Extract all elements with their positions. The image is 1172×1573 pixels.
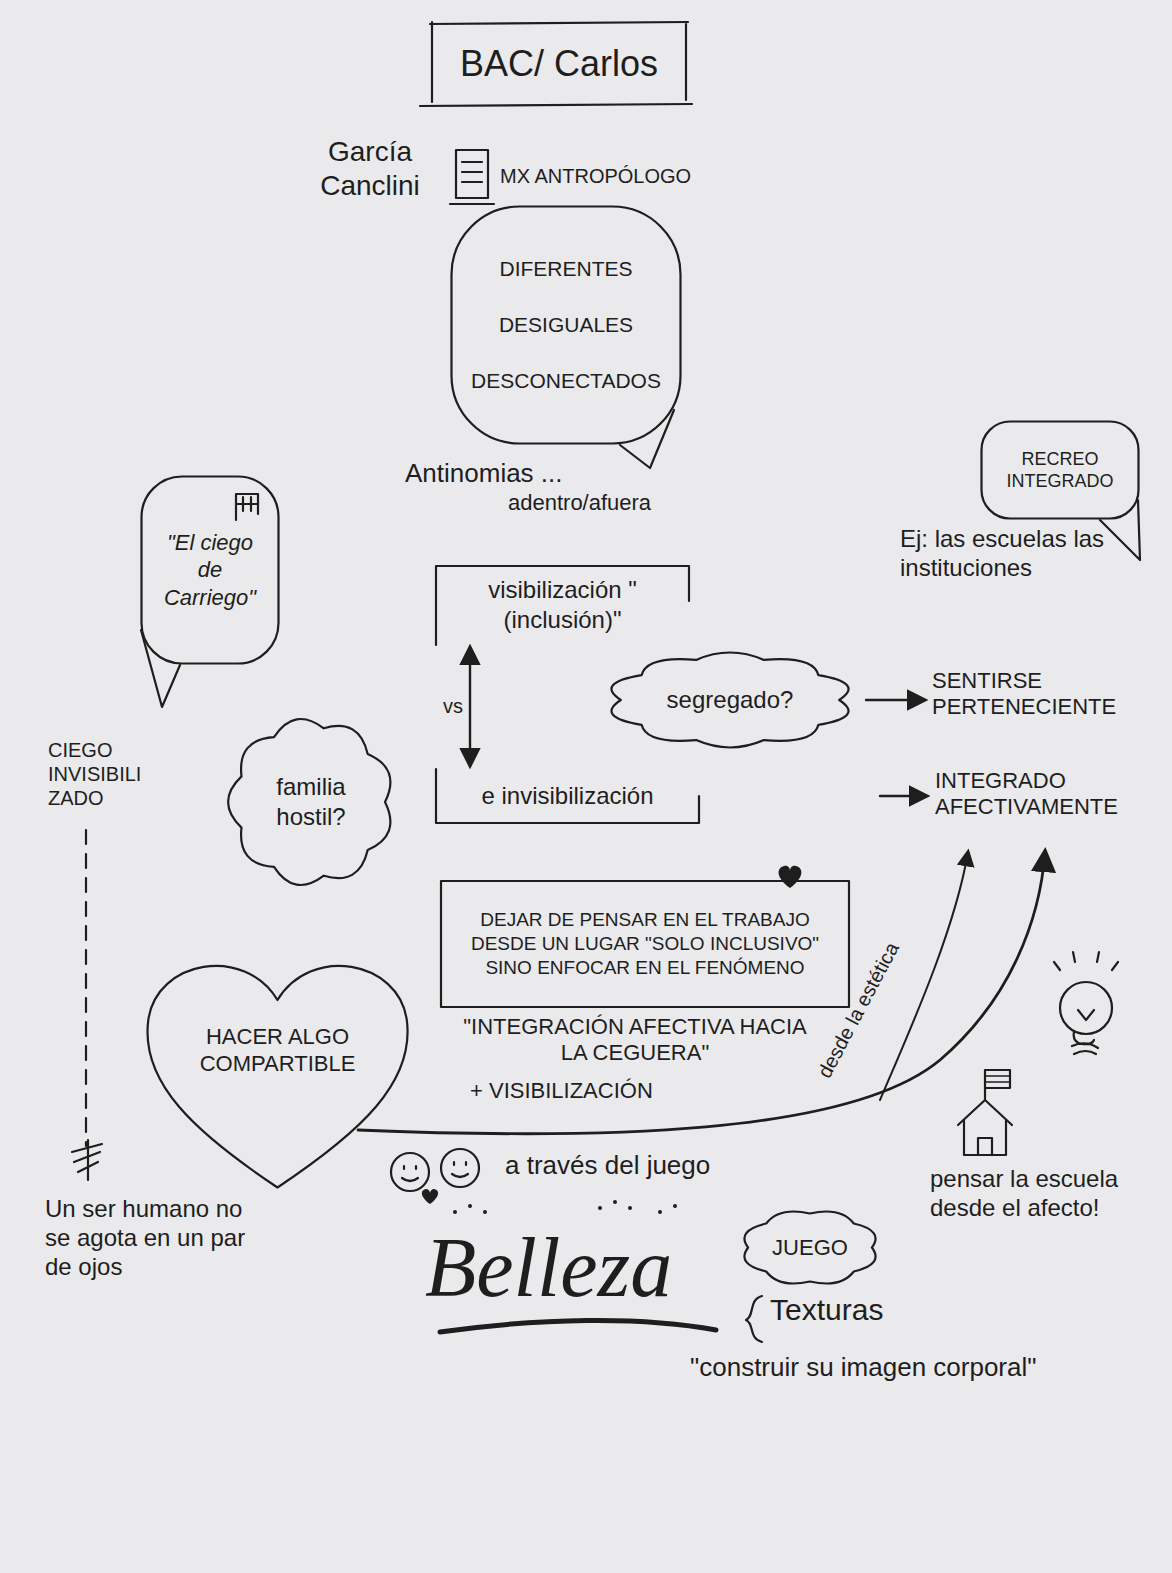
speech-bubble: RECREO INTEGRADO xyxy=(980,420,1140,520)
heart-icon xyxy=(779,866,802,888)
cloud-outline xyxy=(611,653,848,748)
node-text: DIFERENTES xyxy=(499,256,632,282)
bubble-tail xyxy=(1100,500,1140,560)
lightbulb-base xyxy=(1072,1010,1098,1054)
bracket-box: visibilización "(inclusión)" xyxy=(435,565,690,645)
bubble-tail xyxy=(620,410,674,468)
node-text: familia hostil? xyxy=(250,772,372,832)
node-text: RECREO INTEGRADO xyxy=(994,448,1126,493)
bubble-outline xyxy=(142,477,279,664)
hatch-mark xyxy=(72,1140,102,1180)
outcome-text: SENTIRSE PERTENECIENTE xyxy=(932,668,1147,721)
node-text: HACER ALGO COMPARTIBLE xyxy=(190,1023,365,1078)
smiley xyxy=(391,1153,429,1191)
edge-label: vs xyxy=(440,694,466,718)
node-text: segregado? xyxy=(667,685,794,715)
rect-outline xyxy=(441,881,849,1007)
flow-curve xyxy=(880,852,968,1100)
node-text: DEJAR DE PENSAR EN EL TRABAJO DESDE UN L… xyxy=(456,908,834,979)
quote-text: "construir su imagen corporal" xyxy=(690,1352,1160,1383)
dashed-line xyxy=(85,830,87,1146)
arrow xyxy=(866,699,924,701)
note-text: adentro/afuera xyxy=(508,490,708,516)
outcome-text: INTEGRADO AFECTIVAMENTE xyxy=(935,768,1150,821)
note-text: Texturas xyxy=(770,1292,950,1328)
lightbulb xyxy=(1060,982,1112,1034)
note-text: pensar la escuela desde el afecto! xyxy=(930,1165,1160,1223)
bracketTop-outline xyxy=(436,566,689,645)
note-text: Antinomias ... xyxy=(405,458,615,489)
speech-bubble: DIFERENTES DESIGUALES DESCONECTADOS xyxy=(450,205,682,445)
shape-outline xyxy=(980,420,1140,520)
cloud-outline xyxy=(744,1211,875,1283)
bubble-outline xyxy=(982,422,1139,519)
arrow xyxy=(880,795,926,797)
author-note: MX ANTROPÓLOGO xyxy=(500,164,730,188)
bracketBottom-outline xyxy=(436,769,699,823)
document-lines xyxy=(450,162,494,204)
thought-cloud: JUEGO xyxy=(735,1205,885,1290)
school-icon xyxy=(958,1070,1012,1155)
shape-outline xyxy=(222,712,400,892)
title-box xyxy=(420,22,692,106)
note-text: a través del juego xyxy=(505,1150,775,1181)
quote-text: "INTEGRACIÓN AFECTIVA HACIA LA CEGUERA" xyxy=(455,1014,815,1067)
node-text: DESCONECTADOS xyxy=(471,368,661,394)
bubble-outline xyxy=(452,207,681,444)
light-rays xyxy=(1054,952,1118,970)
cloud-outline xyxy=(228,719,390,885)
note-text: + VISIBILIZACIÓN xyxy=(470,1078,770,1104)
speech-bubble: "El ciego de Carriego" xyxy=(140,475,280,665)
node-text: visibilización "(inclusión)" xyxy=(449,575,676,635)
example-text: Ej: las escuelas las instituciones xyxy=(900,525,1115,583)
flow-curve xyxy=(358,852,1045,1134)
flourish xyxy=(440,1320,716,1332)
music-icon xyxy=(236,494,258,520)
smiley-face xyxy=(402,1162,468,1181)
document-icon xyxy=(456,150,488,198)
node-text: JUEGO xyxy=(772,1234,848,1262)
heart-icon xyxy=(422,1189,438,1204)
node-text: DESIGUALES xyxy=(499,312,633,338)
headline-word: Belleza xyxy=(425,1222,735,1314)
sparkles xyxy=(453,1200,677,1214)
note-text: CIEGO INVISIBILIZADO xyxy=(48,738,148,810)
connector-arrow xyxy=(469,648,471,765)
flag-stripes xyxy=(985,1076,1010,1082)
smiley xyxy=(441,1149,479,1187)
curve-label: desde la estética xyxy=(812,938,904,1082)
author-name: García Canclini xyxy=(285,135,455,202)
bubble-tail xyxy=(141,630,180,707)
node-text: "El ciego de Carriego" xyxy=(152,529,268,612)
brace xyxy=(746,1296,762,1342)
heart-shape: HACER ALGO COMPARTIBLE xyxy=(140,945,415,1195)
heart-outline xyxy=(147,966,407,1188)
thought-cloud: segregado? xyxy=(600,648,860,752)
note-box: DEJAR DE PENSAR EN EL TRABAJO DESDE UN L… xyxy=(440,880,850,1008)
title-text: BAC/ Carlos xyxy=(434,26,684,102)
bracket-box: e invisibilización xyxy=(435,768,700,824)
note-text: Un ser humano no se agota en un par de o… xyxy=(45,1195,265,1281)
node-text: e invisibilización xyxy=(481,781,653,811)
thought-cloud: familia hostil? xyxy=(222,712,400,892)
